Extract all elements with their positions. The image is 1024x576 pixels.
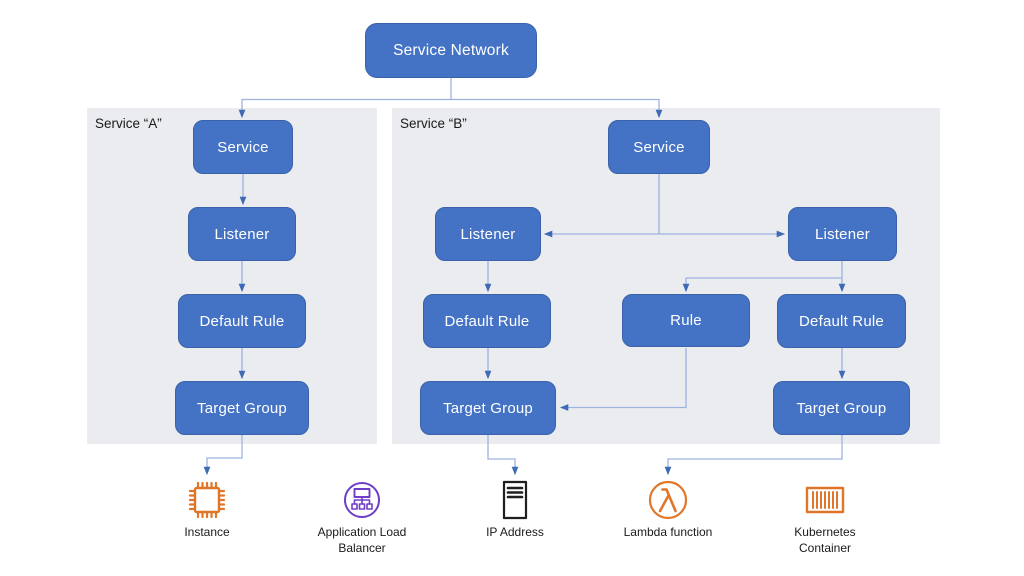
target-instance: Instance [147, 478, 267, 541]
target-lambda-label: Lambda function [623, 525, 713, 539]
target-instance-label: Instance [184, 525, 230, 539]
ip-address-icon [502, 480, 528, 520]
node-b-default-rule-left: Default Rule [423, 294, 551, 348]
target-kubernetes-container: Kubernetes Container [780, 478, 870, 556]
lambda-function-icon [648, 480, 688, 520]
node-a-default-rule: Default Rule [178, 294, 306, 348]
node-a-target-group: Target Group [175, 381, 309, 435]
target-alb-label: Application Load Balancer [317, 525, 407, 555]
target-ip-address-label: IP Address [486, 525, 544, 539]
panel-a-label: Service “A” [95, 116, 162, 131]
node-b-service: Service [608, 120, 710, 174]
ec2-instance-icon [188, 481, 226, 519]
node-a-listener: Listener [188, 207, 296, 261]
panel-b-label: Service “B” [400, 116, 467, 131]
node-service-network: Service Network [365, 23, 537, 78]
node-b-target-group-left: Target Group [420, 381, 556, 435]
node-b-rule: Rule [622, 294, 750, 347]
application-load-balancer-icon [344, 482, 380, 518]
node-b-default-rule-right: Default Rule [777, 294, 906, 348]
target-application-load-balancer: Application Load Balancer [297, 478, 427, 556]
kubernetes-container-icon [805, 486, 845, 514]
node-b-target-group-right: Target Group [773, 381, 910, 435]
target-ip-address: IP Address [455, 478, 575, 541]
node-b-listener-left: Listener [435, 207, 541, 261]
target-lambda-function: Lambda function [598, 478, 738, 541]
target-kubernetes-label: Kubernetes Container [794, 525, 856, 555]
node-a-service: Service [193, 120, 293, 174]
node-b-listener-right: Listener [788, 207, 897, 261]
